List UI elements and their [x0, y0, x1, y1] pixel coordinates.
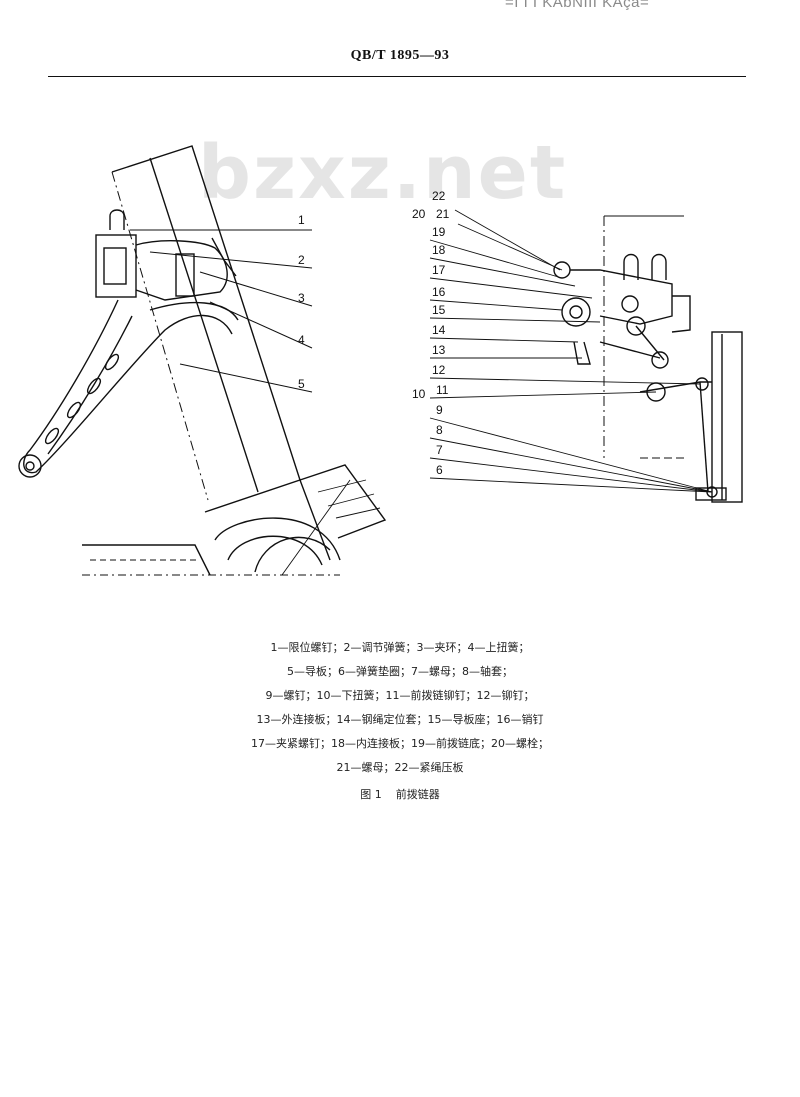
callout-1: 1 — [298, 213, 305, 227]
callout-16: 16 — [432, 285, 446, 299]
callout-22: 22 — [432, 189, 446, 203]
watermark: bzxz.net — [198, 130, 568, 216]
callout-8: 8 — [436, 423, 443, 437]
standard-number-header: QB/T 1895—93 — [350, 48, 450, 63]
callout-18: 18 — [432, 243, 446, 257]
callout-9: 9 — [436, 403, 443, 417]
parts-legend: 1—限位螺钉；2—调节弹簧；3—夹环；4—上扭簧； 5—导板；6—弹簧垫圈；7—… — [0, 636, 800, 780]
legend-line: 21—螺母；22—紧绳压板 — [336, 761, 464, 774]
callout-15: 15 — [432, 303, 446, 317]
header-rule — [48, 76, 746, 77]
callout-17: 17 — [432, 263, 446, 277]
callout-7: 7 — [436, 443, 443, 457]
callout-12: 12 — [432, 363, 446, 377]
legend-line: 13—外连接板；14—钢绳定位套；15—导板座；16—销钉 — [256, 713, 544, 726]
callout-3: 3 — [298, 291, 305, 305]
figure-title: 前拨链器 — [395, 788, 440, 801]
left-leader-lines — [130, 229, 313, 393]
callout-14: 14 — [432, 323, 446, 337]
callout-20: 20 — [412, 207, 426, 221]
legend-line: 5—导板；6—弹簧垫圈；7—螺母；8—轴套； — [287, 665, 513, 678]
right-callouts: 22 20 21 19 18 17 16 15 14 13 10 12 11 9… — [412, 189, 450, 477]
callout-11: 11 — [436, 383, 449, 397]
legend-line: 9—螺钉；10—下扭簧；11—前拨链铆钉；12—铆钉； — [265, 689, 535, 702]
callout-6: 6 — [436, 463, 443, 477]
callout-19: 19 — [432, 225, 446, 239]
callout-21: 21 — [436, 207, 450, 221]
technical-drawing: 1 2 3 4 5 — [0, 120, 800, 600]
legend-line: 17—夹紧螺钉；18—内连接板；19—前拨链底；20—螺栓； — [251, 737, 549, 750]
left-callouts: 1 2 3 4 5 — [298, 213, 305, 391]
left-view-derailleur-side — [18, 145, 387, 576]
callout-13: 13 — [432, 343, 446, 357]
figure-caption: 图 1 前拨链器 — [0, 786, 800, 802]
right-leader-lines — [429, 209, 713, 493]
callout-5: 5 — [298, 377, 305, 391]
right-view-derailleur-front — [553, 215, 743, 503]
drawing-canvas: 1 2 3 4 5 — [18, 145, 743, 576]
callout-4: 4 — [298, 333, 305, 347]
legend-line: 1—限位螺钉；2—调节弹簧；3—夹环；4—上扭簧； — [270, 641, 530, 654]
callout-2: 2 — [298, 253, 305, 267]
figure-number: 图 1 — [360, 788, 382, 801]
top-scan-mark: =I I I KAbNIII KAça= — [505, 0, 650, 11]
callout-10: 10 — [412, 387, 426, 401]
